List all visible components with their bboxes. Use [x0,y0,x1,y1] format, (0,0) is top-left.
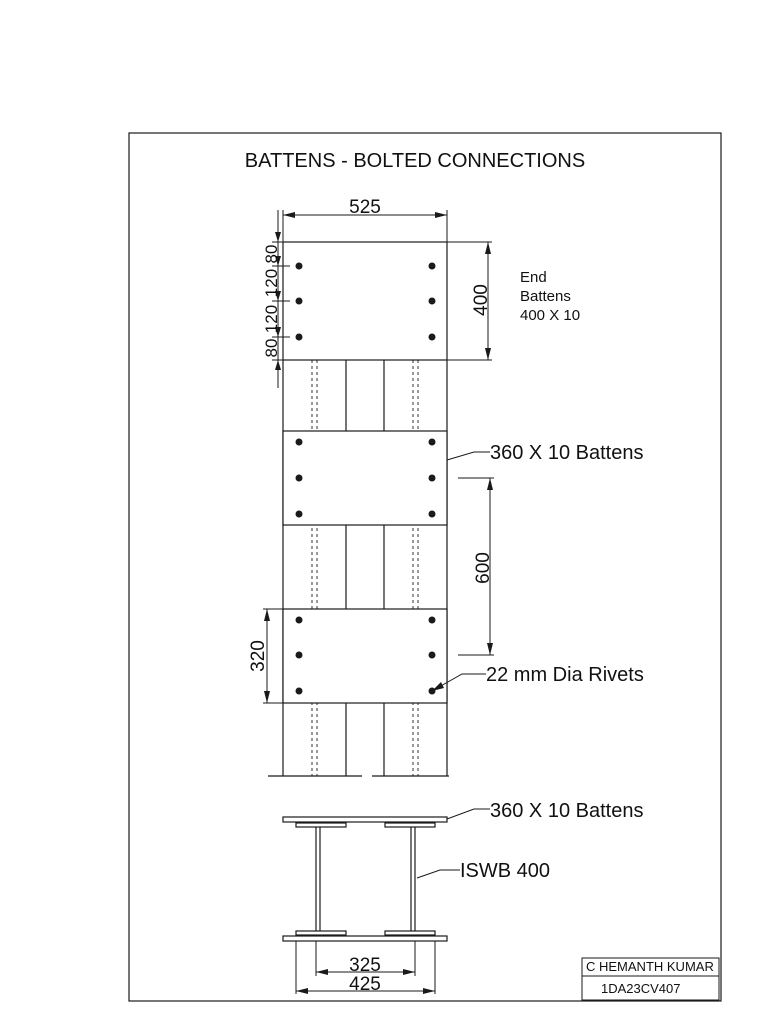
bolt [295,474,303,482]
section-top-batten [282,816,448,823]
bolt [295,616,303,624]
dimension-325: 325 [315,941,416,976]
dimension-425: 425 [295,941,436,995]
bolt [295,438,303,446]
bolt [428,438,436,446]
bolt [295,510,303,518]
end-battens-note: End Battens 400 X 10 [520,269,580,324]
dimension-text: 525 [349,197,381,218]
dimension-320: 320 [248,608,283,704]
rivets-label: 22 mm Dia Rivets [486,664,644,686]
dimension-text: 320 [248,640,269,672]
bolt [295,651,303,659]
battens-label: 360 X 10 Battens [490,442,643,464]
drawing-title: BATTENS - BOLTED CONNECTIONS [245,150,585,172]
intermediate-batten-plate-1 [282,430,448,526]
bolt [295,333,303,341]
bolt [428,262,436,270]
dimension-text: 325 [349,955,381,976]
dimension-400: 400 [447,241,492,361]
dimension-text: 400 [471,284,492,316]
note-line: 400 X 10 [520,307,580,324]
dimension-bolt-spacing: 80 120 120 80 [262,210,290,388]
bolt [428,616,436,624]
dimension-text: 425 [349,974,381,995]
author-usn: 1DA23CV407 [601,981,681,996]
bolt [428,510,436,518]
bolt [295,297,303,305]
dimension-text: 120 [262,305,281,333]
note-line: End [520,269,547,286]
author-name: C HEMANTH KUMAR [586,959,714,974]
cross-section [282,816,448,942]
dimension-text: 600 [473,552,494,584]
title-block: C HEMANTH KUMAR 1DA23CV407 [581,957,720,1001]
section-bottom-batten [282,935,448,942]
bolt [428,297,436,305]
bolt [428,333,436,341]
dimension-600: 600 [458,477,494,656]
battens-360-leader: 360 X 10 Battens [446,442,643,464]
note-line: Battens [520,288,571,305]
battens-label: 360 X 10 Battens [490,800,643,822]
bolt [295,687,303,695]
rivets-leader: 22 mm Dia Rivets [431,664,644,692]
dimension-text: 120 [262,269,281,297]
dimension-text: 80 [262,339,281,358]
column-elevation [268,360,449,777]
bolt [428,474,436,482]
dimension-text: 80 [262,245,281,264]
section-label: ISWB 400 [460,860,550,882]
intermediate-batten-plate-2 [282,608,448,704]
iswb-leader: ISWB 400 [416,860,550,882]
drawing-border [128,132,722,1002]
dimension-525: 525 [282,197,448,242]
bolt-group [295,262,436,695]
section-battens-leader: 360 X 10 Battens [446,800,643,822]
bolt [428,651,436,659]
end-batten-plate [282,241,448,361]
bolt [295,262,303,270]
